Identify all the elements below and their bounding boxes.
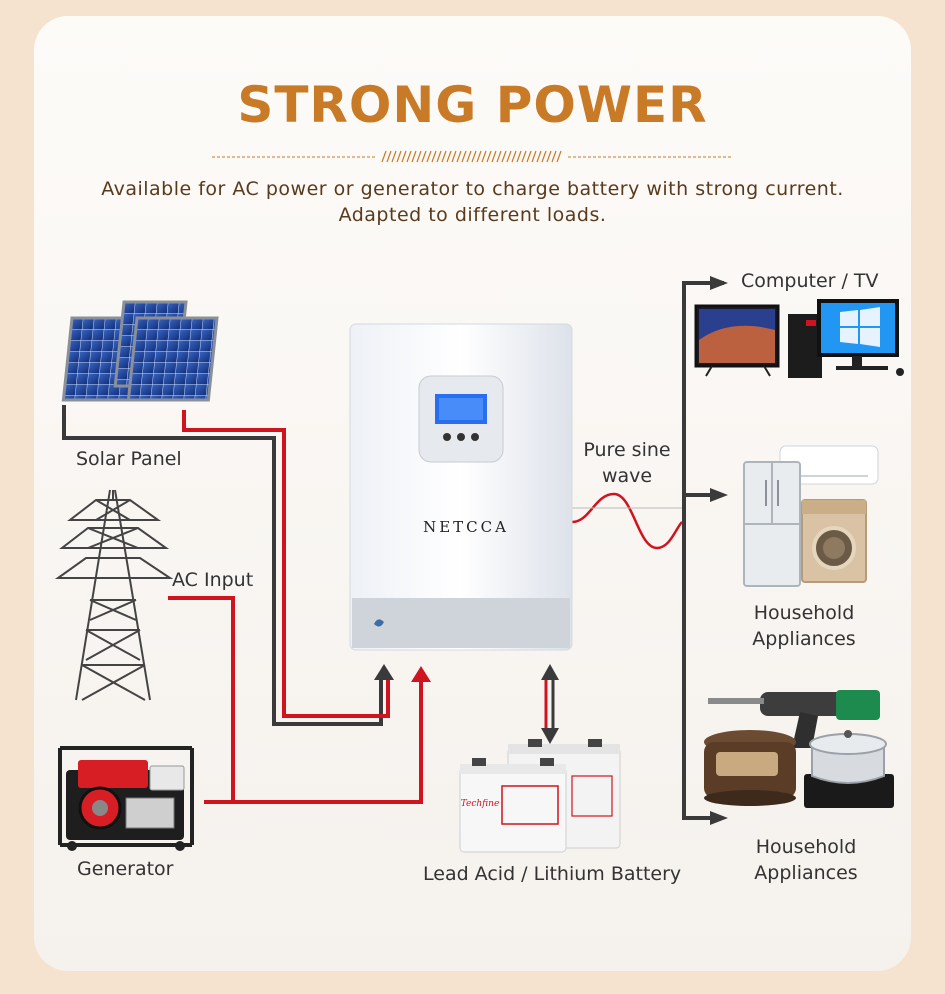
arrow-to-computer xyxy=(710,276,728,290)
cooking-pot-icon xyxy=(804,730,894,808)
arrow-to-household-2 xyxy=(710,811,728,825)
output-bus xyxy=(682,281,724,820)
solar-arrow xyxy=(374,664,394,680)
arrow-to-household-1 xyxy=(710,488,728,502)
rice-cooker-icon xyxy=(704,730,796,806)
household-appliances-label-2: Household Appliances xyxy=(736,834,876,886)
solar-panel-label: Solar Panel xyxy=(76,448,182,470)
inverter-unit xyxy=(349,323,573,651)
ac-generator-wires xyxy=(168,596,423,804)
generator-icon xyxy=(58,746,194,851)
battery-label: Lead Acid / Lithium Battery xyxy=(423,863,682,885)
page-subtitle: Available for AC power or generator to c… xyxy=(0,176,945,228)
household-1-line-2: Appliances xyxy=(752,628,856,650)
washing-machine-icon xyxy=(801,499,867,583)
household-2-line-1: Household xyxy=(755,836,857,858)
inverter-button-1 xyxy=(443,433,451,441)
sine-wave-label: Pure sine wave xyxy=(568,437,686,489)
household-1-line-1: Household xyxy=(753,602,855,624)
computer-tv-label: Computer / TV xyxy=(741,270,879,292)
subtitle-line-2: Adapted to different loads. xyxy=(338,204,607,226)
household-appliances-label-1: Household Appliances xyxy=(734,600,874,652)
battery-link xyxy=(541,664,559,744)
inverter-brand: NETCCA xyxy=(423,518,509,536)
inverter-button-2 xyxy=(457,433,465,441)
battery-brand: Techfine xyxy=(461,799,500,809)
transmission-tower-icon xyxy=(54,489,174,701)
inverter-button-3 xyxy=(471,433,479,441)
ac-arrow xyxy=(411,666,431,682)
household-2-line-2: Appliances xyxy=(754,862,858,884)
battery-icon xyxy=(459,739,621,853)
power-drill-icon xyxy=(708,690,880,748)
sine-wave-label-line-2: wave xyxy=(601,465,653,487)
refrigerator-icon xyxy=(743,461,801,587)
generator-label: Generator xyxy=(77,858,174,880)
inverter-logo-icon xyxy=(374,619,384,627)
solar-panel-icon xyxy=(61,300,219,402)
solar-wires xyxy=(62,405,390,726)
page-title: STRONG POWER xyxy=(237,76,708,134)
tv-icon xyxy=(694,304,780,377)
sine-wave-label-line-1: Pure sine xyxy=(583,439,671,461)
subtitle-line-1: Available for AC power or generator to c… xyxy=(101,178,844,200)
sine-wave xyxy=(571,492,683,550)
title-divider xyxy=(212,150,732,163)
computer-icon xyxy=(788,299,904,378)
ac-input-label: AC Input xyxy=(172,569,254,591)
